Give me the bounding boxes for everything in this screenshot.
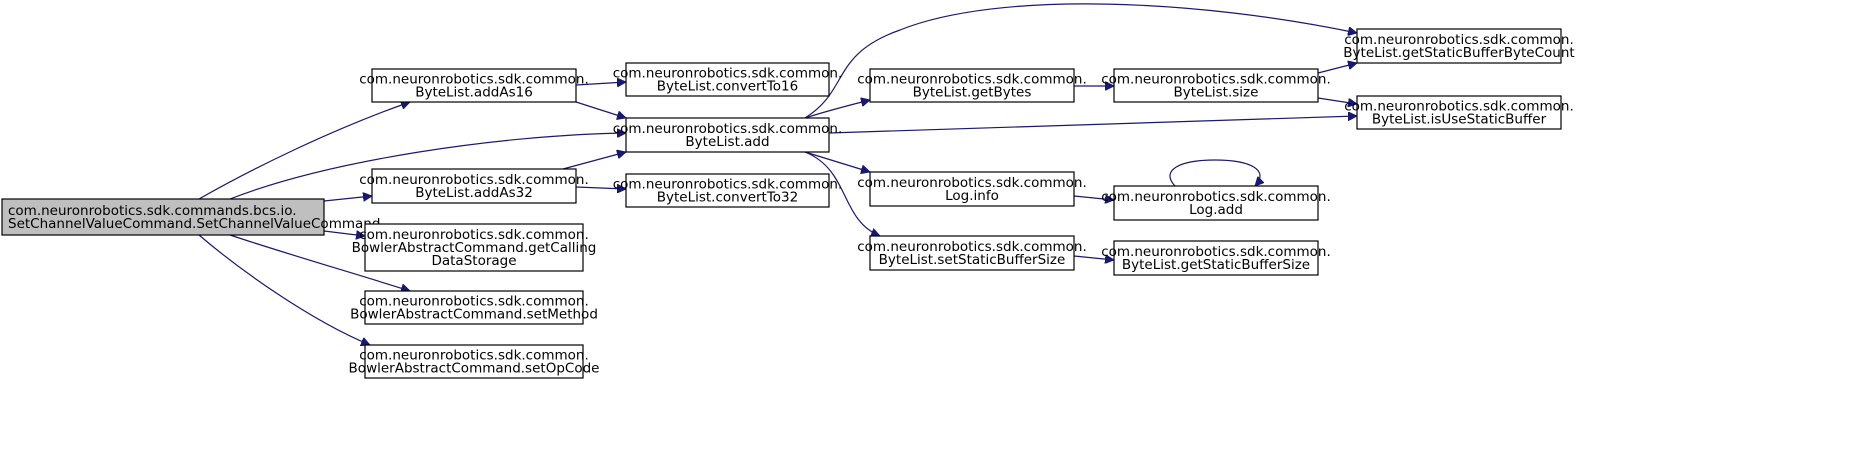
node-getBytes[interactable]: com.neuronrobotics.sdk.common.ByteList.g… bbox=[857, 68, 1087, 103]
node-add[interactable]: com.neuronrobotics.sdk.common.ByteList.a… bbox=[613, 117, 843, 153]
node-box[interactable] bbox=[869, 68, 1075, 103]
edge-root-to-setOpCode bbox=[198, 234, 370, 345]
node-label: ByteList.setStaticBufferSize bbox=[879, 252, 1066, 268]
edge-addAs32-to-add bbox=[562, 152, 626, 170]
edges-layer bbox=[198, 3, 1357, 345]
node-box[interactable] bbox=[364, 344, 584, 379]
node-label: BowlerAbstractCommand.setOpCode bbox=[349, 361, 600, 377]
node-label: com.neuronrobotics.sdk.common. bbox=[857, 72, 1087, 88]
node-label: com.neuronrobotics.sdk.common. bbox=[359, 294, 589, 310]
node-getCallingDataStorage[interactable]: com.neuronrobotics.sdk.common.BowlerAbst… bbox=[352, 223, 597, 272]
node-size[interactable]: com.neuronrobotics.sdk.common.ByteList.s… bbox=[1101, 68, 1331, 103]
node-convertTo16[interactable]: com.neuronrobotics.sdk.common.ByteList.c… bbox=[613, 62, 843, 97]
node-box[interactable] bbox=[625, 117, 830, 153]
node-label: ByteList.convertTo32 bbox=[657, 190, 799, 206]
edge-add-to-logInfo bbox=[804, 151, 870, 172]
node-label: com.neuronrobotics.sdk.common. bbox=[1101, 244, 1331, 260]
node-label: ByteList.isUseStaticBuffer bbox=[1372, 112, 1547, 128]
node-label: com.neuronrobotics.sdk.common. bbox=[613, 177, 843, 193]
edge-add-to-setStaticBufferSize bbox=[804, 151, 880, 236]
node-box[interactable] bbox=[869, 171, 1075, 207]
node-box[interactable] bbox=[371, 68, 577, 103]
node-label: com.neuronrobotics.sdk.common. bbox=[857, 239, 1087, 255]
node-setMethod[interactable]: com.neuronrobotics.sdk.common.BowlerAbst… bbox=[350, 290, 598, 325]
node-logAdd[interactable]: com.neuronrobotics.sdk.common.Log.add bbox=[1101, 185, 1331, 221]
edge-add-to-isUseStaticBuffer bbox=[828, 116, 1357, 134]
edge-logAdd-to-logAdd bbox=[1169, 159, 1260, 186]
edge-size-to-getStaticBufferByteCount bbox=[1317, 63, 1357, 74]
node-box[interactable] bbox=[364, 290, 584, 325]
node-label: com.neuronrobotics.sdk.common. bbox=[613, 121, 843, 137]
node-root[interactable]: com.neuronrobotics.sdk.commands.bcs.io.S… bbox=[1, 198, 380, 236]
edge-add-to-getBytes bbox=[804, 100, 870, 119]
node-box[interactable] bbox=[1113, 240, 1319, 276]
edge-addAs16-to-add bbox=[575, 101, 626, 118]
node-label: com.neuronrobotics.sdk.common. bbox=[1101, 189, 1331, 205]
node-box[interactable] bbox=[371, 168, 577, 204]
node-convertTo32[interactable]: com.neuronrobotics.sdk.common.ByteList.c… bbox=[613, 173, 843, 208]
node-box[interactable] bbox=[625, 173, 830, 208]
node-label: com.neuronrobotics.sdk.common. bbox=[1101, 72, 1331, 88]
node-label: ByteList.size bbox=[1174, 85, 1259, 101]
node-label: Log.add bbox=[1189, 202, 1243, 218]
node-box[interactable] bbox=[1356, 95, 1562, 130]
nodes-layer: com.neuronrobotics.sdk.commands.bcs.io.S… bbox=[1, 28, 1575, 379]
node-label: com.neuronrobotics.sdk.common. bbox=[857, 175, 1087, 191]
node-isUseStaticBuffer[interactable]: com.neuronrobotics.sdk.common.ByteList.i… bbox=[1344, 95, 1574, 130]
edge-add-to-getStaticBufferByteCount bbox=[804, 3, 1357, 119]
edge-addAs16-to-convertTo16 bbox=[575, 82, 626, 85]
edge-addAs32-to-convertTo32 bbox=[575, 187, 626, 189]
node-label: DataStorage bbox=[431, 253, 516, 269]
edge-root-to-getCallingDataStorage bbox=[323, 230, 365, 236]
edge-size-to-isUseStaticBuffer bbox=[1317, 97, 1357, 104]
node-getStaticBufferByteCount[interactable]: com.neuronrobotics.sdk.common.ByteList.g… bbox=[1343, 28, 1575, 64]
node-label: com.neuronrobotics.sdk.common. bbox=[359, 348, 589, 364]
node-box[interactable] bbox=[869, 235, 1075, 271]
node-getStaticBufferSize[interactable]: com.neuronrobotics.sdk.common.ByteList.g… bbox=[1101, 240, 1331, 276]
edge-logInfo-to-logAdd bbox=[1073, 196, 1114, 200]
node-label: com.neuronrobotics.sdk.common. bbox=[613, 66, 843, 82]
node-label: ByteList.getStaticBufferSize bbox=[1122, 257, 1310, 273]
edge-root-to-add bbox=[229, 133, 626, 200]
node-label: Log.info bbox=[945, 188, 999, 204]
node-label: com.neuronrobotics.sdk.common. bbox=[359, 72, 589, 88]
node-setStaticBufferSize[interactable]: com.neuronrobotics.sdk.common.ByteList.s… bbox=[857, 235, 1087, 271]
node-label: com.neuronrobotics.sdk.common. bbox=[1344, 32, 1574, 48]
node-box[interactable] bbox=[1, 198, 325, 236]
node-label: ByteList.getBytes bbox=[913, 85, 1032, 101]
node-label: ByteList.addAs32 bbox=[415, 185, 533, 201]
node-label: com.neuronrobotics.sdk.common. bbox=[1344, 99, 1574, 115]
node-label: com.neuronrobotics.sdk.common. bbox=[359, 227, 589, 243]
node-label: ByteList.convertTo16 bbox=[657, 79, 799, 95]
node-box[interactable] bbox=[1113, 185, 1319, 221]
node-setOpCode[interactable]: com.neuronrobotics.sdk.common.BowlerAbst… bbox=[349, 344, 600, 379]
node-label: ByteList.getStaticBufferByteCount bbox=[1343, 45, 1574, 61]
node-box[interactable] bbox=[364, 223, 584, 272]
node-label: ByteList.addAs16 bbox=[415, 85, 533, 101]
node-addAs32[interactable]: com.neuronrobotics.sdk.common.ByteList.a… bbox=[359, 168, 589, 204]
node-label: ByteList.add bbox=[685, 134, 769, 150]
node-addAs16[interactable]: com.neuronrobotics.sdk.common.ByteList.a… bbox=[359, 68, 589, 103]
edge-root-to-addAs16 bbox=[198, 102, 410, 200]
node-label: com.neuronrobotics.sdk.commands.bcs.io. bbox=[8, 203, 297, 219]
node-box[interactable] bbox=[1356, 28, 1562, 64]
edge-root-to-setMethod bbox=[229, 234, 410, 291]
node-label: SetChannelValueCommand.SetChannelValueCo… bbox=[8, 216, 380, 232]
edge-root-to-addAs32 bbox=[323, 196, 372, 202]
node-label: BowlerAbstractCommand.setMethod bbox=[350, 307, 598, 323]
node-logInfo[interactable]: com.neuronrobotics.sdk.common.Log.info bbox=[857, 171, 1087, 207]
node-box[interactable] bbox=[1113, 68, 1319, 103]
node-label: BowlerAbstractCommand.getCalling bbox=[352, 240, 597, 256]
node-box[interactable] bbox=[625, 62, 830, 97]
node-label: com.neuronrobotics.sdk.common. bbox=[359, 172, 589, 188]
edge-setStaticBufferSize-to-getStaticBufferSize bbox=[1073, 256, 1114, 260]
